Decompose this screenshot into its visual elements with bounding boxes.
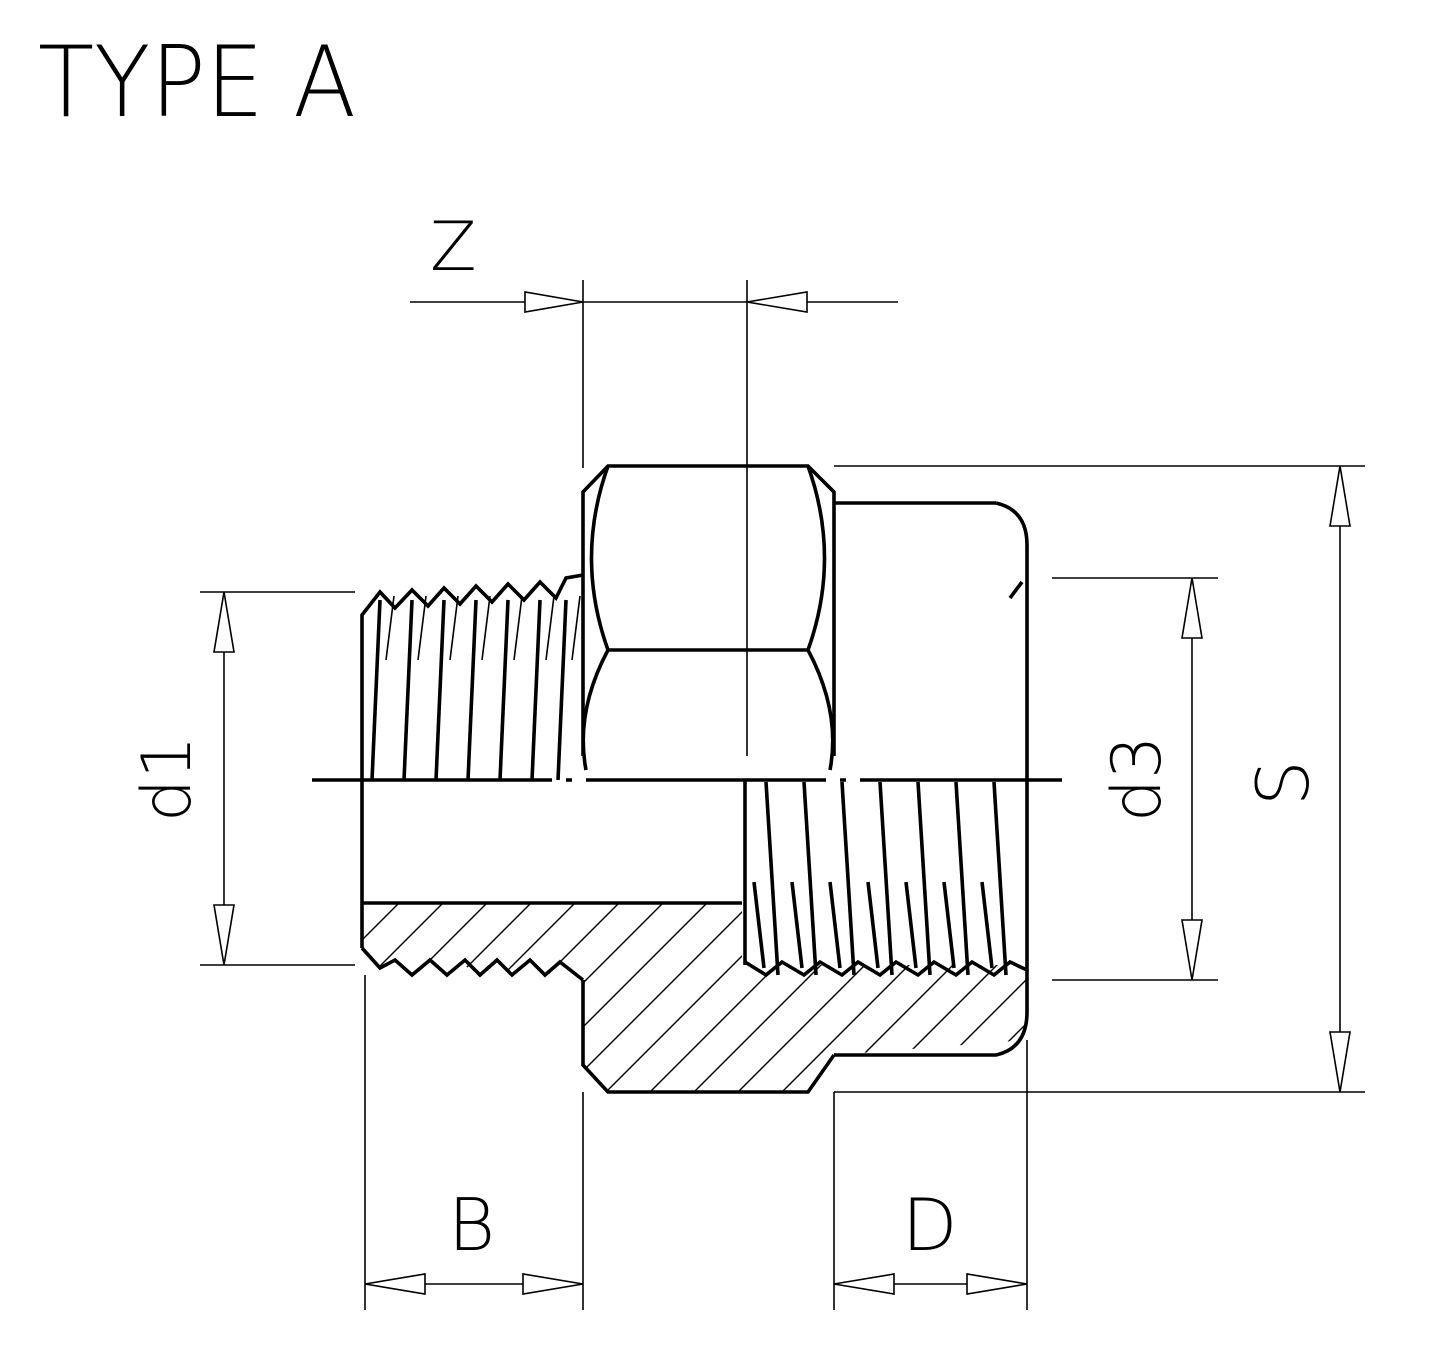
hatch-line — [861, 903, 1026, 1092]
dim-label-d1: d1 — [128, 736, 207, 822]
fitting-body — [312, 464, 1062, 1094]
dim-label-b: B — [448, 1183, 495, 1267]
thread-line — [878, 781, 894, 976]
hatch-line — [70, 840, 330, 1100]
section-hatching — [0, 840, 1433, 1100]
hatch-line — [1082, 840, 1342, 1100]
hatch-line — [729, 903, 991, 1092]
thread-line — [904, 881, 918, 969]
dim-label-z: Z — [430, 208, 477, 287]
hatch-line — [0, 840, 198, 1100]
thread-line — [980, 881, 994, 969]
thread-line — [449, 595, 459, 661]
male-thread-lines — [370, 595, 581, 781]
hatch-line — [0, 840, 66, 1100]
thread-line — [370, 599, 382, 781]
drawing-title: TYPE A — [38, 26, 356, 140]
hatch-line — [362, 903, 595, 1092]
dimension-s: S — [834, 465, 1365, 1093]
female-thread-lines — [744, 781, 1028, 978]
thread-profile — [744, 959, 1028, 978]
hatch-line — [1214, 840, 1433, 1100]
thread-line — [840, 781, 856, 976]
thread-line — [417, 595, 427, 661]
thread-line — [385, 595, 395, 661]
thread-line — [513, 595, 523, 661]
dimension-d3: d3 — [1052, 577, 1218, 981]
hatch-line — [1302, 840, 1433, 1100]
hatch-line — [1126, 840, 1386, 1100]
hatch-line — [1170, 840, 1430, 1100]
thread-line — [954, 781, 970, 976]
hatch-line — [0, 840, 22, 1100]
thread-line — [498, 599, 510, 781]
thread-line — [866, 881, 880, 969]
thread-line — [916, 781, 932, 976]
hatch-line — [553, 903, 815, 1092]
hatch-line — [773, 903, 1026, 1092]
dimension-z: Z — [410, 208, 898, 756]
thread-line — [802, 781, 818, 976]
hatch-line — [362, 903, 375, 1092]
dim-label-s: S — [1241, 760, 1325, 806]
thread-line — [434, 599, 446, 781]
thread-line — [790, 881, 804, 969]
thread-line — [828, 881, 842, 969]
hatch-line — [362, 903, 463, 1092]
dimension-d1: d1 — [128, 591, 355, 966]
thread-line — [556, 599, 568, 781]
hatch-line — [0, 840, 154, 1100]
hatch-line — [26, 840, 286, 1100]
thread-line — [530, 599, 542, 781]
thread-line — [481, 595, 491, 661]
hatch-line — [993, 903, 1026, 1092]
hatch-line — [1390, 840, 1433, 1100]
thread-line — [764, 781, 780, 976]
thread-line — [402, 599, 414, 781]
dimension-d: D — [833, 1040, 1028, 1310]
thread-line — [466, 599, 478, 781]
hatch-line — [362, 903, 419, 1092]
dim-label-d3: d3 — [1098, 736, 1177, 822]
hatch-line — [1038, 840, 1298, 1100]
dimension-b: B — [364, 975, 584, 1310]
hatch-line — [0, 840, 110, 1100]
hatch-line — [362, 903, 507, 1092]
thread-line — [752, 881, 766, 969]
thread-line — [545, 595, 555, 661]
hatch-line — [597, 903, 859, 1092]
thread-line — [571, 595, 581, 661]
dim-label-d: D — [902, 1183, 957, 1267]
thread-line — [942, 881, 956, 969]
hatch-line — [1346, 840, 1433, 1100]
hatch-line — [0, 840, 242, 1100]
thread-line — [992, 781, 1008, 976]
